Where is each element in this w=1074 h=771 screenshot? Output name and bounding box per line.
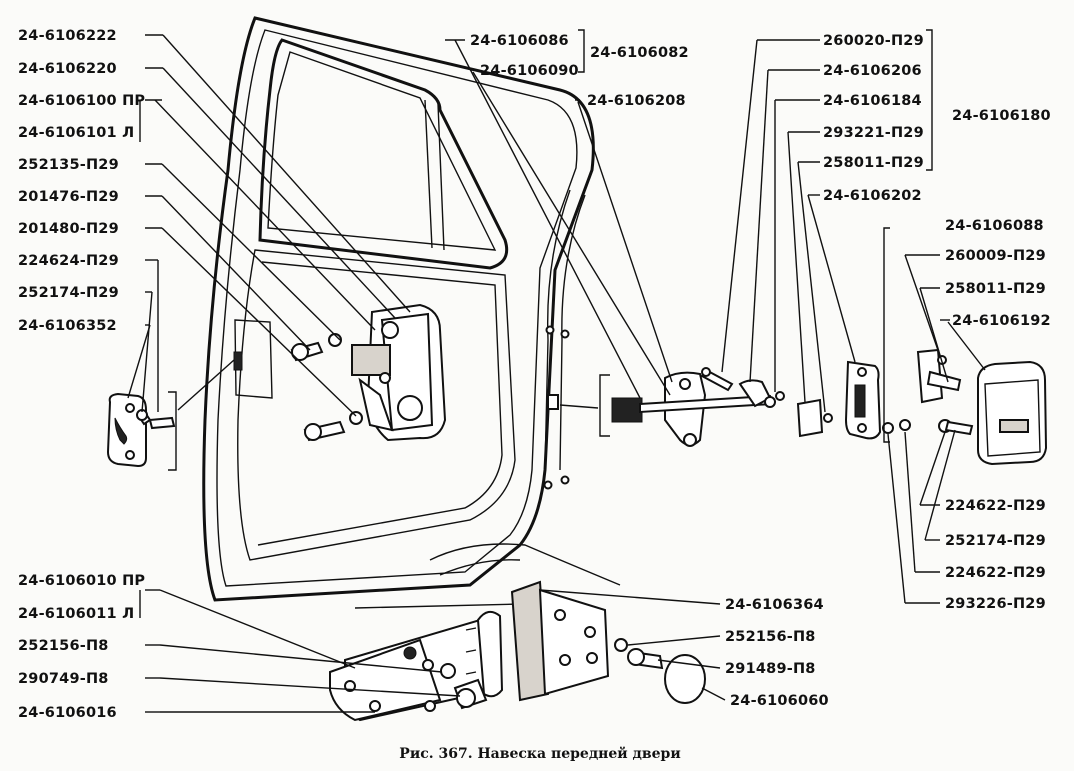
label: 24-6106010 ПР xyxy=(18,573,145,589)
lock-screws xyxy=(290,333,363,442)
label: 24-6106364 xyxy=(725,597,824,613)
label: 24-6106090 xyxy=(480,63,579,79)
part-labels-right-group: 260020-П29 24-6106206 24-6106184 293221-… xyxy=(823,33,1051,204)
label: 260009-П29 xyxy=(945,248,1046,264)
door-panel xyxy=(202,16,621,609)
label: 24-6106202 xyxy=(823,188,922,204)
label: 290749-П8 xyxy=(18,671,109,687)
label: 291489-П8 xyxy=(725,661,816,677)
label: 24-6106206 xyxy=(823,63,922,79)
label: 252135-П29 xyxy=(18,157,119,173)
label: 258011-П29 xyxy=(823,155,924,171)
door-hinge xyxy=(329,580,706,722)
label: 24-6106192 xyxy=(952,313,1051,329)
label: 24-6106180 xyxy=(952,108,1051,124)
label: 24-6106208 xyxy=(587,93,686,109)
label: 24-6106016 xyxy=(18,705,117,721)
label: 252174-П29 xyxy=(945,533,1046,549)
label: 252156-П8 xyxy=(725,629,816,645)
label: 24-6106220 xyxy=(18,61,117,77)
label: 24-6106101 Л xyxy=(18,125,134,141)
label: 24-6106184 xyxy=(823,93,922,109)
label: 24-6106082 xyxy=(590,45,689,61)
leader-lines xyxy=(127,29,986,713)
label: 252156-П8 xyxy=(18,638,109,654)
label: 24-6106011 Л xyxy=(18,606,134,622)
door-striker-plate xyxy=(106,359,235,471)
label: 24-6106100 ПР xyxy=(18,93,145,109)
label: 293226-П29 xyxy=(945,596,1046,612)
label: 24-6106086 xyxy=(470,33,569,49)
label: 201480-П29 xyxy=(18,221,119,237)
label: 260020-П29 xyxy=(823,33,924,49)
door-lock xyxy=(351,303,447,442)
figure-caption: Рис. 367. Навеска передней двери xyxy=(399,745,680,762)
part-labels-bottom-left: 24-6106010 ПР 24-6106011 Л 252156-П8 290… xyxy=(18,573,145,721)
label: 258011-П29 xyxy=(945,281,1046,297)
label: 24-6106088 xyxy=(945,218,1044,234)
label: 201476-П29 xyxy=(18,189,119,205)
label: 24-6106060 xyxy=(730,693,829,709)
door-check-strap xyxy=(559,367,833,447)
label: 224622-П29 xyxy=(945,498,1046,514)
part-labels-right: 24-6106088 260009-П29 258011-П29 24-6106… xyxy=(945,218,1051,612)
inner-door-handle xyxy=(882,227,1048,466)
label: 24-6106222 xyxy=(18,28,117,44)
label: 293221-П29 xyxy=(823,125,924,141)
part-labels-top: 24-6106086 24-6106082 24-6106090 24-6106… xyxy=(470,33,689,109)
label: 24-6106352 xyxy=(18,318,117,334)
part-labels-bottom-right: 24-6106364 252156-П8 291489-П8 24-610606… xyxy=(725,597,829,709)
label: 224622-П29 xyxy=(945,565,1046,581)
label: 252174-П29 xyxy=(18,285,119,301)
part-labels-left: 24-6106222 24-6106220 24-6106100 ПР 24-6… xyxy=(18,28,145,334)
label: 224624-П29 xyxy=(18,253,119,269)
check-strap-bracket xyxy=(844,360,882,440)
